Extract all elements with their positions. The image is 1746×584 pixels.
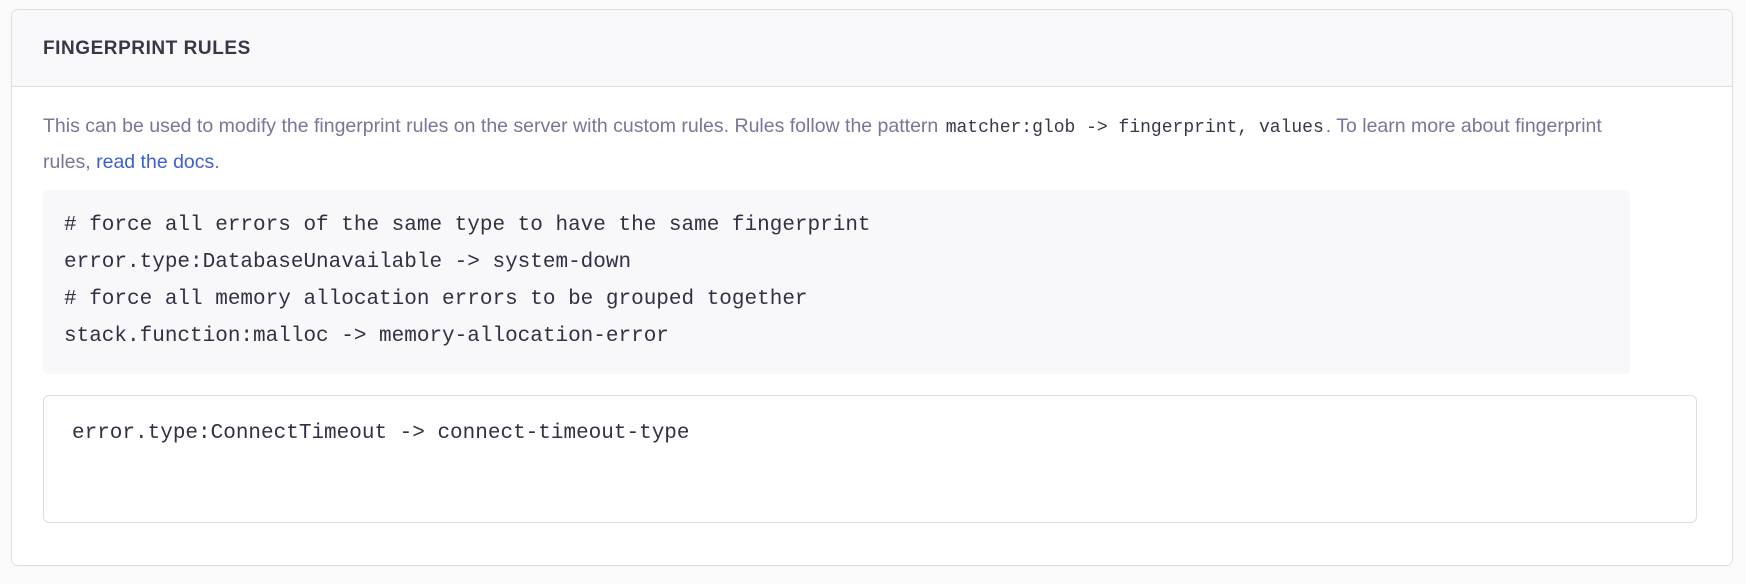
panel-body: This can be used to modify the fingerpri… [12,87,1732,523]
code-line: # force all errors of the same type to h… [64,214,871,237]
description-text-part-1: This can be used to modify the fingerpri… [43,115,944,137]
description-text-part-2: . To learn more about fingerprint rules, [43,115,1602,173]
fingerprint-rules-input[interactable] [43,395,1697,523]
code-line: # force all memory allocation errors to … [64,288,808,311]
fingerprint-rules-panel: Fingerprint Rules This can be used to mo… [11,9,1733,566]
panel-header: Fingerprint Rules [12,10,1732,87]
panel-description: This can be used to modify the fingerpri… [43,109,1603,179]
example-rules-code-block: # force all errors of the same type to h… [43,190,1630,374]
page-title: Fingerprint Rules [43,37,251,59]
code-line: error.type:DatabaseUnavailable -> system… [64,251,632,274]
inline-code-pattern: matcher:glob -> fingerprint, values [945,118,1324,138]
description-text-part-3: . [214,151,220,173]
read-the-docs-link[interactable]: read the docs [96,151,215,173]
code-line: stack.function:malloc -> memory-allocati… [64,325,669,348]
